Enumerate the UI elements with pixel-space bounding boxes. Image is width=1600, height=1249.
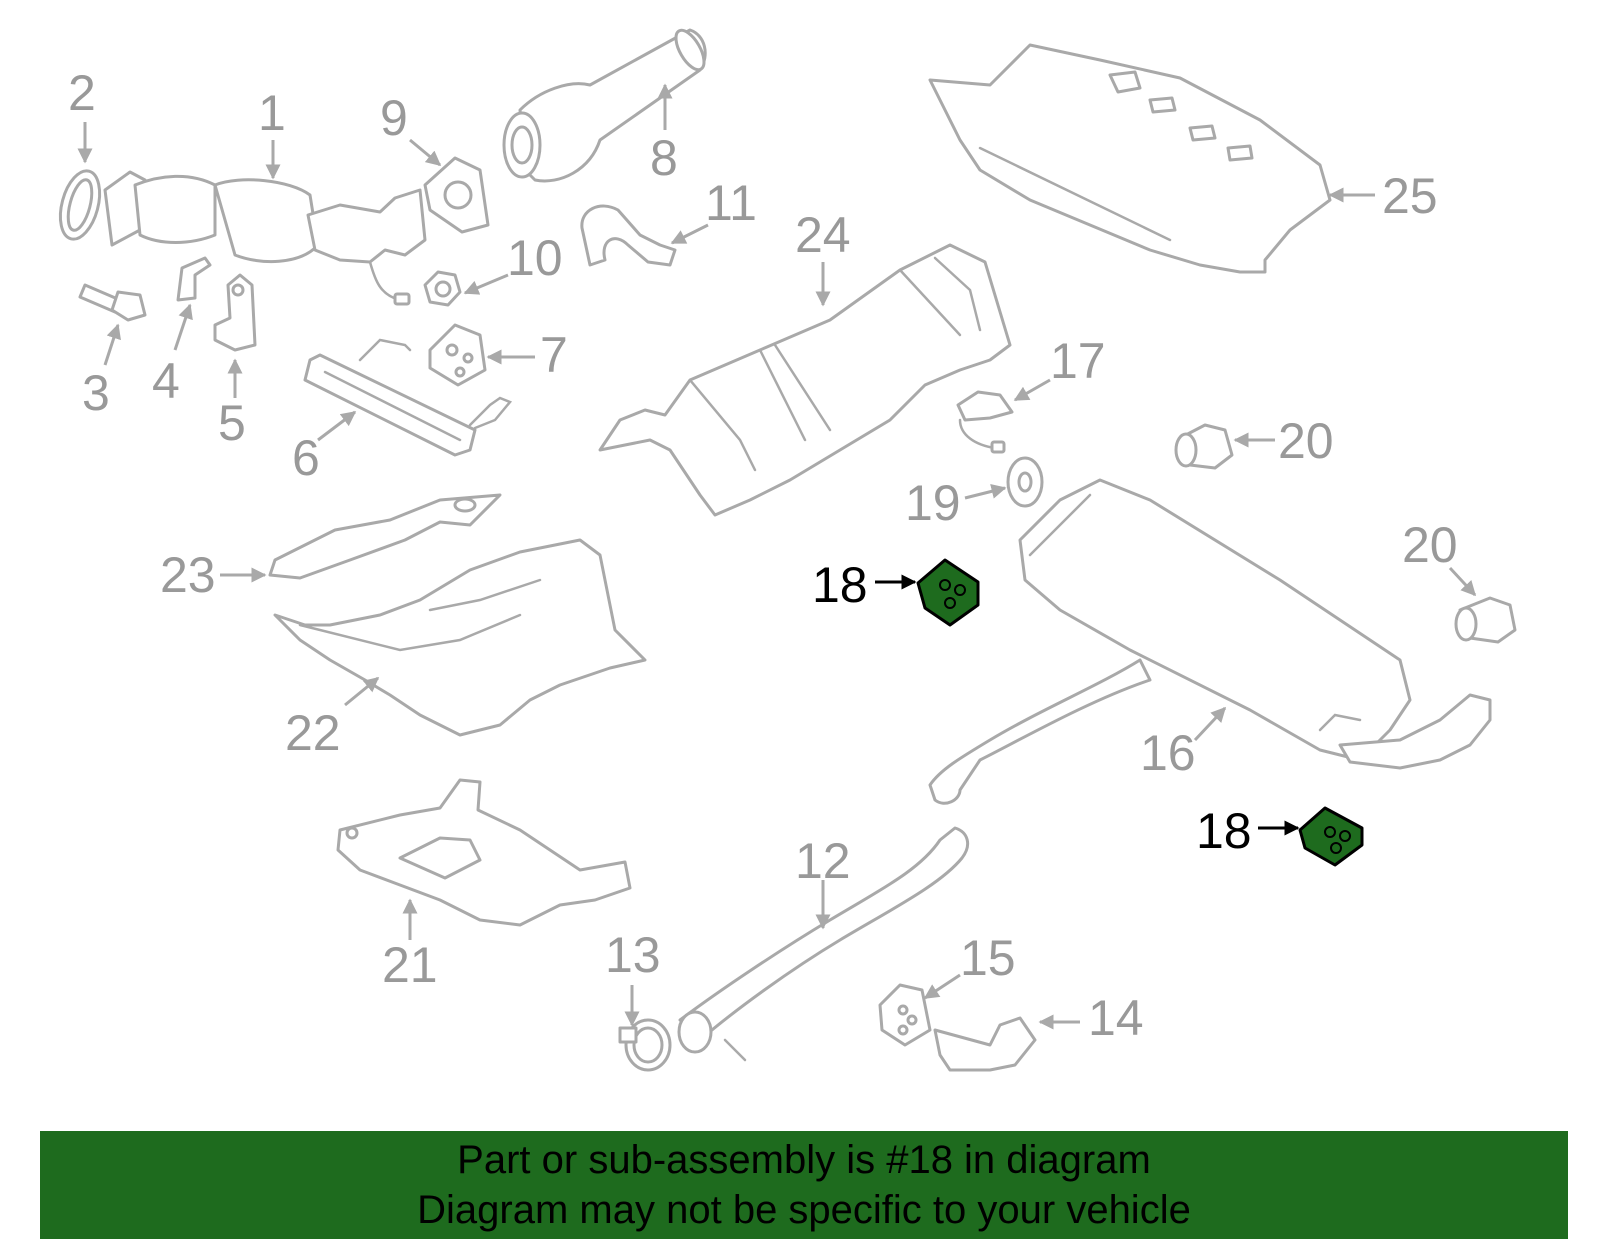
callout-24: 24: [795, 207, 851, 263]
callout-4: 4: [152, 353, 180, 409]
part-21-tray-shield: [336, 778, 632, 927]
callout-21: 21: [382, 937, 438, 993]
callout-13: 13: [605, 927, 661, 983]
part-7-hanger: [428, 323, 487, 387]
part-18-hanger-lower: [1298, 806, 1364, 867]
callout-18-lower: 18: [1196, 803, 1252, 859]
part-1-catalytic-converter: [103, 170, 427, 306]
info-banner: Part or sub-assembly is #18 in diagram D…: [40, 1131, 1568, 1239]
callout-19: 19: [905, 475, 961, 531]
part-16-muffler: [928, 478, 1492, 805]
callout-5: 5: [218, 395, 246, 451]
part-10-nut: [423, 270, 462, 307]
callout-3: 3: [82, 365, 110, 421]
part-18-hanger-upper: [916, 558, 980, 627]
callout-23: 23: [160, 547, 216, 603]
callout-11: 11: [705, 175, 757, 231]
callout-7: 7: [540, 327, 568, 383]
callout-14: 14: [1088, 990, 1144, 1046]
part-3-bolt: [78, 283, 147, 322]
part-20-tip-upper: [1174, 423, 1234, 470]
part-11-clamp: [580, 204, 677, 267]
part-15-hanger: [878, 983, 932, 1047]
part-25-underbody-shield: [928, 43, 1332, 274]
leader-lines: [77, 83, 1477, 1030]
part-6-pipe-shield: [303, 338, 513, 457]
callout-25: 25: [1382, 168, 1438, 224]
part-13-clamp: [618, 1018, 672, 1072]
callout-20-upper: 20: [1278, 413, 1334, 469]
part-8-front-pipe: [502, 28, 707, 183]
part-23-shield: [268, 493, 502, 580]
part-17-hanger-bracket: [956, 390, 1014, 454]
part-12-intermediate-pipe: [677, 826, 970, 1062]
callout-numbers: 2 1 3 4 5 6 7 8 9 10 11 12 13 14 15 16 1…: [68, 65, 1458, 1046]
part-20-tip-lower: [1454, 596, 1517, 644]
part-4-bracket: [176, 256, 212, 302]
part-9-gasket: [423, 156, 490, 234]
exhaust-parts-diagram: 2 1 3 4 5 6 7 8 9 10 11 12 13 14 15 16 1…: [58, 28, 1517, 1072]
callout-9: 9: [380, 90, 408, 146]
callout-12: 12: [795, 833, 851, 889]
part-19-hanger: [1006, 456, 1044, 508]
banner-line-2: Diagram may not be specific to your vehi…: [417, 1188, 1191, 1232]
part-24-heat-shield: [598, 243, 1012, 517]
callout-1: 1: [258, 85, 286, 141]
callout-10: 10: [507, 230, 563, 286]
callout-17: 17: [1050, 333, 1106, 389]
callout-8: 8: [650, 130, 678, 186]
callout-22: 22: [285, 705, 341, 761]
callout-16: 16: [1140, 725, 1196, 781]
callout-20-lower: 20: [1402, 517, 1458, 573]
callout-2: 2: [68, 65, 96, 121]
callout-15: 15: [960, 930, 1016, 986]
part-5-bracket: [213, 273, 257, 352]
callout-18-upper: 18: [812, 557, 868, 613]
part-2-gasket: [58, 169, 102, 241]
part-14-bracket: [933, 1016, 1037, 1072]
callout-6: 6: [292, 430, 320, 486]
banner-line-1: Part or sub-assembly is #18 in diagram: [457, 1138, 1151, 1182]
